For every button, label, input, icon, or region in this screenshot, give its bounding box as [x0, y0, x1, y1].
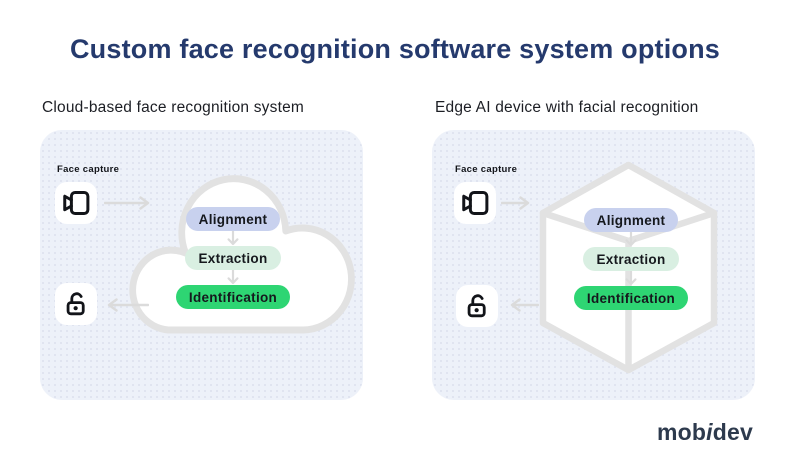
panel-subtitle-cloud: Cloud-based face recognition system [42, 99, 305, 116]
pipeline-edge: Alignment Extraction Identification [551, 208, 711, 310]
arrow-down-icon [625, 271, 637, 286]
step-extraction: Extraction [583, 247, 679, 271]
step-alignment: Alignment [583, 208, 679, 232]
step-extraction: Extraction [185, 246, 281, 270]
arrow-down-icon [625, 232, 637, 247]
step-alignment: Alignment [185, 207, 281, 231]
step-identification: Identification [573, 286, 689, 310]
unlock-icon [66, 292, 85, 316]
logo-italic-letter: i [706, 419, 713, 445]
arrow-right-icon [104, 196, 150, 210]
page-title: Custom face recognition software system … [69, 34, 721, 64]
mobidev-logo: mobidev [657, 419, 753, 446]
arrow-left-icon [510, 298, 539, 312]
video-camera-icon [63, 191, 90, 215]
video-camera-icon [462, 191, 489, 215]
panel-subtitle-edge: Edge AI device with facial recognition [435, 99, 699, 116]
logo-part: mob [657, 419, 707, 445]
panel-cloud: Face capture Alignment Extraction Identi… [40, 130, 363, 400]
lock-tile [55, 283, 97, 325]
unlock-icon [467, 294, 486, 318]
arrow-right-icon [501, 196, 530, 210]
camera-tile [454, 182, 496, 224]
camera-tile [55, 182, 97, 224]
arrow-down-icon [227, 270, 239, 285]
step-identification: Identification [175, 285, 291, 309]
pipeline-cloud: Alignment Extraction Identification [153, 207, 313, 309]
arrow-down-icon [227, 231, 239, 246]
face-capture-label: Face capture [455, 164, 518, 175]
face-capture-label: Face capture [57, 164, 120, 175]
lock-tile [456, 285, 498, 327]
panel-edge: Face capture Alignment Extraction Identi… [432, 130, 755, 400]
arrow-left-icon [107, 298, 149, 312]
logo-part: dev [712, 419, 753, 445]
